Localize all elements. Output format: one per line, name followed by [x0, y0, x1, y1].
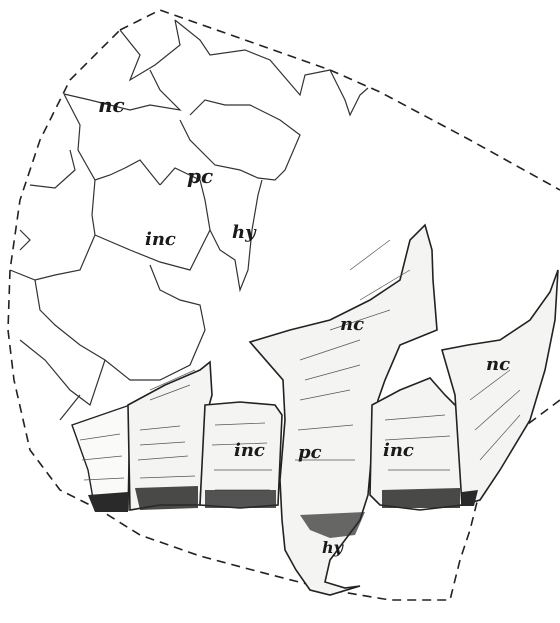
label-upper-inc: inc: [145, 229, 176, 250]
label-upper-hy: hy: [232, 222, 257, 243]
label-lower-hy: hy: [322, 538, 345, 557]
label-lower-nc-center: nc: [340, 314, 364, 335]
lower-vertebral-row: [72, 225, 558, 595]
label-upper-nc: nc: [98, 93, 125, 117]
label-lower-nc-right: nc: [486, 354, 510, 375]
label-lower-pc: pc: [298, 442, 322, 463]
label-lower-inc-right: inc: [383, 440, 414, 461]
label-upper-pc: pc: [187, 164, 213, 188]
label-lower-inc-left: inc: [234, 440, 265, 461]
